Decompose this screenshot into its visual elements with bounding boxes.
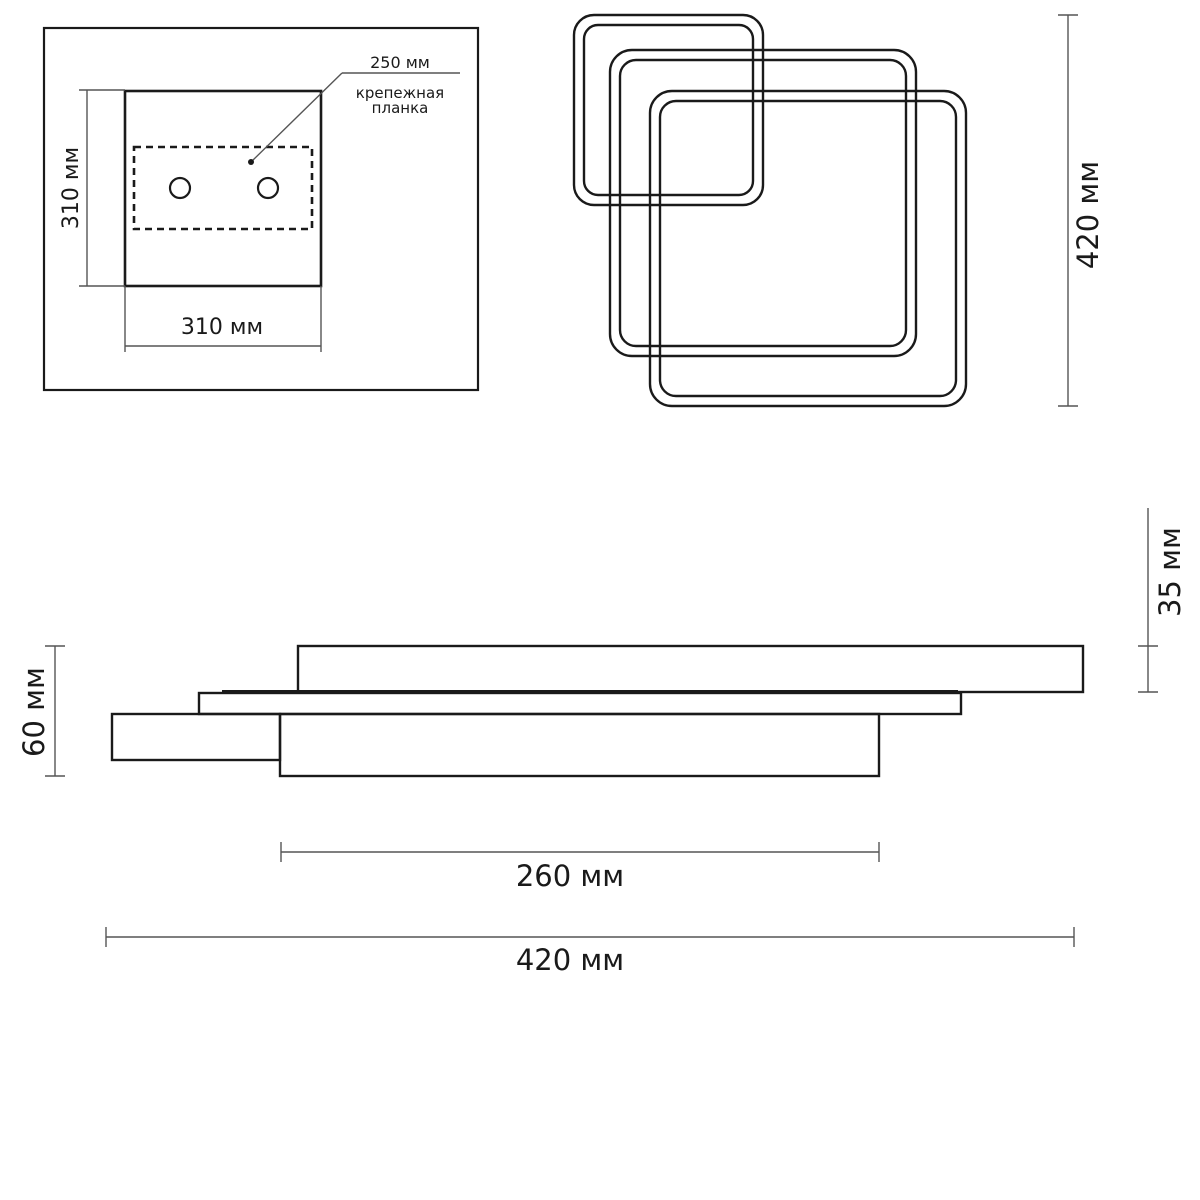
inner-width-label: 260 мм (516, 859, 624, 893)
mounting-bracket-outline (132, 145, 314, 231)
middle-frame-inner (618, 58, 908, 348)
side-view: 60 мм 35 мм 260 мм 420 мм (17, 508, 1187, 977)
bracket-leader-line (250, 72, 343, 163)
mount-width-label: 310 мм (181, 315, 263, 340)
bracket-leader-dot (248, 159, 254, 165)
front-frame-outer (648, 89, 968, 408)
mount-height-label: 310 мм (59, 147, 84, 229)
screw-hole-right (256, 176, 280, 200)
screw-hole-left (168, 176, 192, 200)
mounting-view: 310 мм 310 мм 250 мм крепежная планка (42, 26, 480, 392)
total-width-label: 420 мм (516, 943, 624, 977)
plate-caption-line2: планка (372, 99, 429, 117)
middle-frame-outer (608, 48, 918, 358)
top-view-height-label: 420 мм (1071, 161, 1105, 269)
top-frame-height-label: 35 мм (1153, 527, 1187, 617)
front-frame-inner (658, 99, 958, 398)
side-bottom-frame-right (278, 712, 881, 778)
small-frame-outer (572, 13, 765, 207)
plate-caption-line1: крепежная (356, 84, 444, 102)
small-frame-inner (582, 23, 755, 197)
top-view: 420 мм (572, 13, 1105, 408)
mounting-view-frame (42, 26, 480, 392)
ceiling-base-plate (123, 89, 323, 288)
side-top-frame (296, 644, 1085, 694)
side-middle-plate (197, 691, 963, 716)
side-bottom-frame-left (110, 712, 282, 762)
total-height-label: 60 мм (17, 667, 51, 757)
plate-length-label: 250 мм (370, 53, 430, 72)
